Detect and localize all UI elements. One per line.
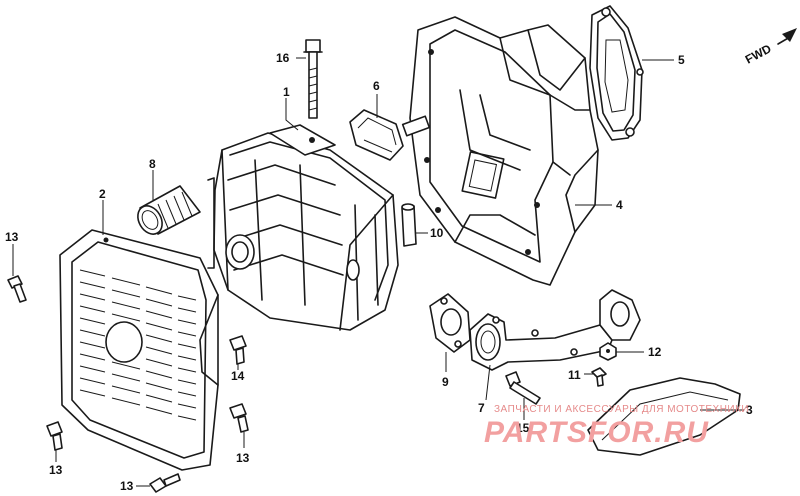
exhaust-pipe — [469, 289, 641, 371]
callout-2: 2 — [99, 187, 106, 201]
callout-3: 3 — [746, 403, 753, 417]
muffler-body — [207, 124, 399, 331]
watermark: ЗАПЧАСТИ И АКСЕССУАРЫ ДЛЯ МОТОТЕХНИКИ PA… — [484, 404, 749, 449]
callout-7: 7 — [478, 401, 485, 415]
forward-label: FWD — [743, 41, 774, 66]
callout-13-top: 13 — [5, 230, 19, 244]
exhaust-flange-gasket — [429, 293, 471, 353]
muffler-protector-housing — [401, 16, 599, 286]
callout-11: 11 — [568, 368, 581, 382]
spacer-collar — [401, 203, 417, 247]
exhaust-gasket-plate — [589, 5, 644, 141]
watermark-brand: PARTSFOR.RU — [484, 416, 709, 449]
long-bolt — [303, 39, 323, 119]
flange-bolt-14 — [229, 335, 247, 365]
small-shield-plate — [349, 109, 404, 161]
flange-bolt-15 — [505, 371, 541, 405]
watermark-tagline: ЗАПЧАСТИ И АКСЕССУАРЫ ДЛЯ МОТОТЕХНИКИ — [494, 404, 749, 415]
pipe-protector — [587, 377, 741, 456]
leader-lines — [12, 57, 744, 487]
callout-12: 12 — [648, 345, 662, 359]
callout-1: 1 — [283, 85, 290, 99]
spark-arrester-screen — [137, 185, 201, 235]
callout-15: 15 — [516, 421, 530, 435]
cover-grille-slots — [79, 269, 197, 421]
callout-6: 6 — [373, 79, 380, 93]
callout-5: 5 — [678, 53, 685, 67]
flange-bolt-13-bottom — [149, 473, 181, 493]
callout-8: 8 — [149, 157, 156, 171]
callout-13-mid: 13 — [236, 451, 250, 465]
small-bolt — [591, 367, 607, 387]
callout-4: 4 — [616, 198, 623, 212]
callout-14: 14 — [231, 369, 245, 383]
callout-16: 16 — [276, 51, 290, 65]
flange-bolt-13-mid — [229, 403, 249, 433]
flange-bolt-13-top — [7, 275, 27, 303]
callout-numbers: 16 1 6 5 8 4 2 10 13 14 9 12 11 7 3 15 1… — [5, 51, 753, 493]
forward-arrow-icon — [782, 28, 797, 42]
forward-direction-indicator: FWD — [743, 28, 797, 67]
flange-nut — [599, 342, 617, 361]
callout-9: 9 — [442, 375, 449, 389]
callout-13-left: 13 — [49, 463, 63, 477]
flange-bolt-13-left — [46, 421, 63, 451]
callout-13-bottom: 13 — [120, 479, 134, 493]
muffler-cover-grille — [59, 229, 219, 471]
callout-10: 10 — [430, 226, 444, 240]
